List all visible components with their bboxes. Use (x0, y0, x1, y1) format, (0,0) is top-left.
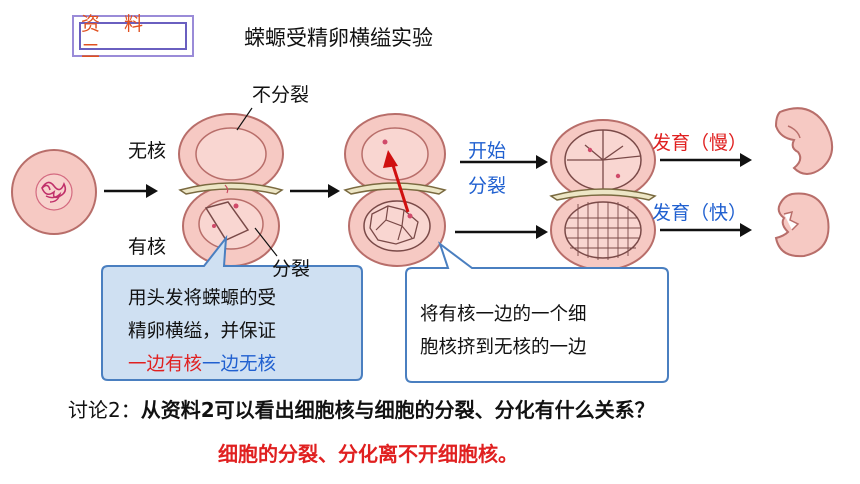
label-no-division: 不分裂 (252, 84, 310, 106)
dividing-cell (549, 119, 657, 271)
constricted-cell-1 (178, 113, 284, 267)
arrow-fast (660, 223, 752, 237)
callout-left-has-nucleus: 一边有核 (128, 354, 203, 375)
label-division: 分裂 (272, 258, 311, 280)
label-start-division-1: 开始 (468, 140, 507, 162)
callout-left-bubble (101, 234, 363, 381)
callout-left-text: 用头发将蝾螈的受 精卵横缢，并保证 一边有核一边无核 (128, 282, 348, 381)
pointer-division (254, 227, 278, 257)
embryo-fast (774, 192, 830, 258)
arrow-2 (290, 184, 340, 198)
arrow-upper (460, 155, 548, 169)
discussion-answer: 细胞的分裂、分化离不开细胞核。 (218, 442, 518, 466)
callout-right-text: 将有核一边的一个细 胞核挤到无核的一边 (420, 298, 660, 364)
discussion-question: 讨论2：从资料2可以看出细胞核与细胞的分裂、分化有什么关系？ (68, 394, 655, 423)
embryo-slow (774, 107, 833, 175)
discussion-question-text: 从资料2可以看出细胞核与细胞的分裂、分化有什么关系？ (140, 398, 655, 422)
callout-left-line2: 精卵横缢，并保证 (128, 321, 277, 342)
arrow-lower (455, 225, 548, 239)
callout-right-line2: 胞核挤到无核的一边 (420, 337, 587, 358)
arrow-slow (660, 153, 752, 167)
label-start-division-2: 分裂 (468, 175, 507, 197)
material-tag-label: 资 料 二 (79, 13, 187, 62)
fertilized-egg (11, 149, 97, 235)
callout-left-no-nucleus: 一边无核 (202, 354, 277, 375)
callout-right-line1: 将有核一边的一个细 (420, 304, 587, 325)
arrow-1 (104, 184, 158, 198)
callout-right-bubble (405, 241, 669, 383)
pointer-no-division (236, 107, 253, 131)
label-develop-slow: 发育（慢） (652, 132, 748, 154)
experiment-title: 蝾螈受精卵横缢实验 (244, 26, 433, 50)
callout-left-line3: 一边有核一边无核 (128, 348, 348, 381)
discussion-prefix: 讨论2： (68, 398, 141, 422)
label-develop-fast: 发育（快） (652, 202, 748, 224)
callout-left-line1: 用头发将蝾螈的受 (128, 288, 277, 309)
constricted-cell-2 (343, 113, 447, 267)
material-tag: 资 料 二 (72, 13, 194, 62)
label-no-nucleus: 无核 (128, 140, 167, 162)
label-has-nucleus: 有核 (128, 236, 167, 258)
